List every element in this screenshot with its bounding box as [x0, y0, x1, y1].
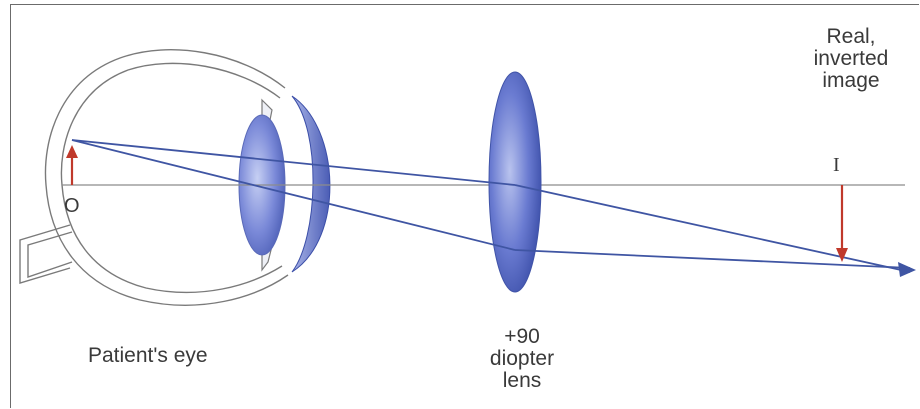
- object-arrow: [66, 145, 78, 185]
- eye-caption: Patient's eye: [88, 344, 208, 367]
- optic-nerve: [19, 224, 73, 284]
- ray-chief-continued: [514, 249, 911, 269]
- condensing-lens: [488, 71, 542, 293]
- image-label: I: [833, 154, 840, 176]
- ray-arrowhead: [898, 262, 916, 277]
- ray-parallel-refracted: [514, 184, 911, 273]
- ray-chief: [71, 139, 516, 251]
- lens-caption: +90 diopter lens: [489, 325, 555, 392]
- object-label: O: [64, 195, 80, 217]
- cornea: [291, 95, 331, 273]
- ray-parallel: [71, 139, 516, 186]
- light-rays: [71, 139, 911, 273]
- image-caption: Real, inverted image: [813, 25, 889, 92]
- image-arrow: [836, 185, 848, 262]
